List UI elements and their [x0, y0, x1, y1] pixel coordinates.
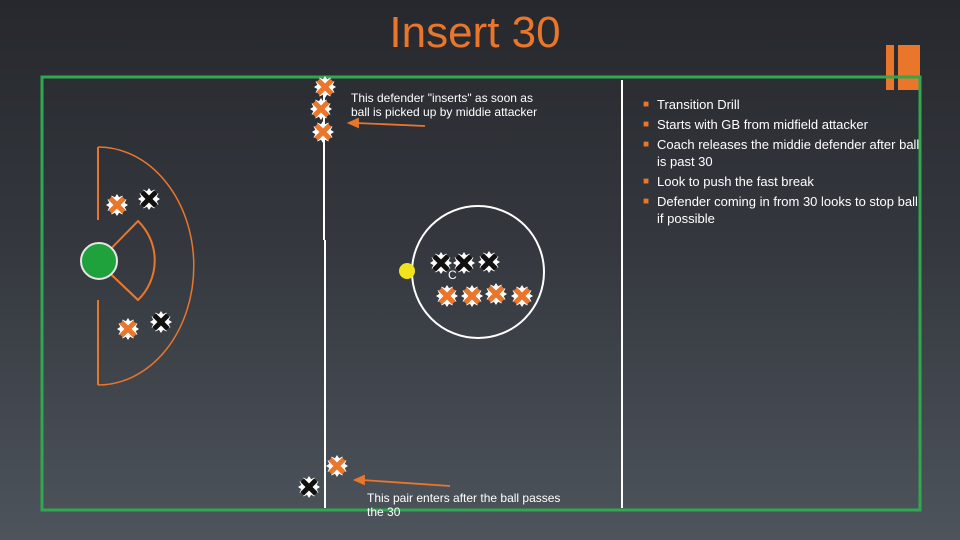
player-orange-x-icon — [314, 76, 336, 98]
player-orange-x-icon — [485, 283, 507, 305]
bullet-item: ■Defender coming in from 30 looks to sto… — [643, 194, 918, 226]
bullet-marker-icon: ■ — [643, 99, 650, 110]
player-orange-x-icon — [106, 194, 128, 216]
player-black-x-icon — [453, 252, 475, 274]
player-black-x-icon — [138, 188, 160, 210]
player-orange-x-icon — [511, 285, 533, 307]
player-orange-x-icon — [461, 285, 483, 307]
slide-title: Insert 30 — [389, 8, 561, 57]
arrow-left-icon — [352, 474, 451, 487]
player-black-x-icon — [478, 251, 500, 273]
player-orange-x-icon — [312, 121, 334, 143]
bullet-item: ■Look to push the fast break — [643, 174, 814, 189]
bullet-item: ■Starts with GB from midfield attacker — [643, 117, 868, 132]
bullet-marker-icon: ■ — [643, 176, 650, 187]
note-defender-inserts: This defender "inserts" as soon as ball … — [351, 91, 538, 119]
arrow-left-icon — [346, 117, 426, 129]
player-black-x-icon — [298, 476, 320, 498]
bullet-marker-icon: ■ — [643, 196, 650, 207]
player-black-x-icon — [150, 311, 172, 333]
player-black-x-icon — [430, 252, 452, 274]
player-orange-x-icon — [310, 98, 332, 120]
bullet-item: ■Coach releases the middie defender afte… — [643, 137, 920, 169]
crease-outer-arc — [97, 146, 195, 386]
coach-label: C — [448, 268, 457, 282]
goalie-icon — [80, 242, 118, 280]
bullet-item: ■Transition Drill — [643, 97, 740, 112]
note-pair-enters: This pair enters after the ball passes t… — [367, 491, 561, 519]
players-layer — [106, 76, 533, 498]
bullet-marker-icon: ■ — [643, 139, 650, 150]
goal-wedge — [96, 219, 156, 302]
bullet-list: ■Transition Drill ■Starts with GB from m… — [643, 96, 921, 230]
player-orange-x-icon — [326, 455, 348, 477]
center-circle — [411, 205, 545, 339]
ball-icon — [399, 263, 415, 279]
bullet-marker-icon: ■ — [643, 119, 650, 130]
field-border — [40, 75, 922, 512]
player-orange-x-icon — [436, 285, 458, 307]
player-orange-x-icon — [117, 318, 139, 340]
